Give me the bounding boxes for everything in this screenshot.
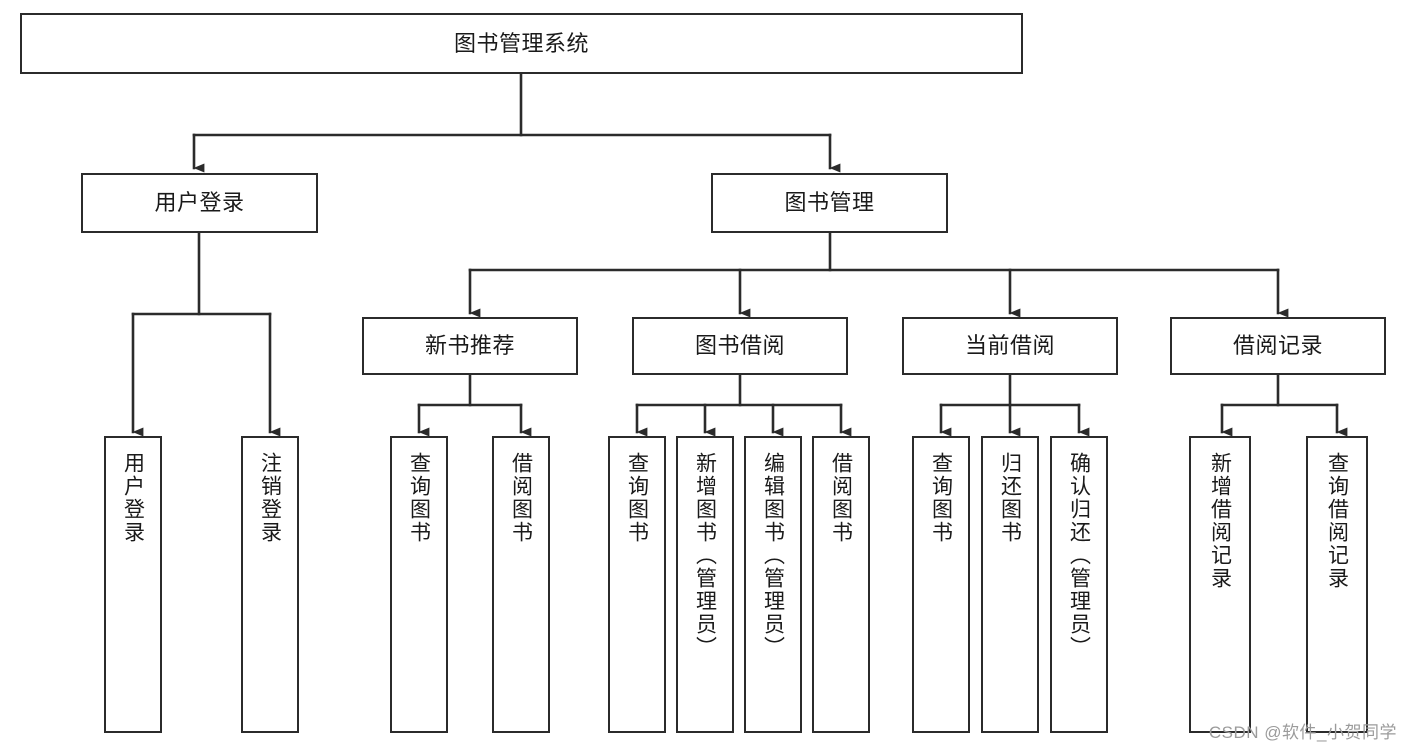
node-leaf-return-book-label: 归还图书 bbox=[998, 452, 1022, 544]
node-root[interactable]: 图书管理系统 bbox=[20, 13, 1023, 74]
node-new-book-recommend[interactable]: 新书推荐 bbox=[362, 317, 578, 375]
node-leaf-query-book-1-label: 查询图书 bbox=[407, 452, 431, 544]
node-borrow-record-label: 借阅记录 bbox=[1232, 333, 1323, 359]
node-user-login-label: 用户登录 bbox=[154, 190, 245, 216]
node-leaf-borrow-book-2-label: 借阅图书 bbox=[829, 452, 853, 544]
node-leaf-confirm-return-label: 确认归还（管理员） bbox=[1067, 452, 1091, 659]
node-root-label: 图书管理系统 bbox=[453, 30, 589, 56]
node-leaf-confirm-return[interactable]: 确认归还（管理员） bbox=[1050, 436, 1108, 733]
node-leaf-query-record[interactable]: 查询借阅记录 bbox=[1306, 436, 1368, 733]
node-current-borrow[interactable]: 当前借阅 bbox=[902, 317, 1118, 375]
node-leaf-borrow-book-2[interactable]: 借阅图书 bbox=[812, 436, 870, 733]
node-borrow-record[interactable]: 借阅记录 bbox=[1170, 317, 1386, 375]
node-leaf-add-record-label: 新增借阅记录 bbox=[1208, 452, 1232, 590]
node-leaf-borrow-book-1[interactable]: 借阅图书 bbox=[492, 436, 550, 733]
node-leaf-return-book[interactable]: 归还图书 bbox=[981, 436, 1039, 733]
node-leaf-edit-book-label: 编辑图书（管理员） bbox=[761, 452, 785, 659]
node-book-borrow-label: 图书借阅 bbox=[694, 333, 785, 359]
node-leaf-query-book-3-label: 查询图书 bbox=[929, 452, 953, 544]
watermark-text: CSDN @软件_小贺同学 bbox=[1208, 723, 1397, 742]
node-new-book-recommend-label: 新书推荐 bbox=[424, 333, 515, 359]
node-user-login[interactable]: 用户登录 bbox=[81, 173, 318, 233]
node-leaf-add-record[interactable]: 新增借阅记录 bbox=[1189, 436, 1251, 733]
node-leaf-user-login[interactable]: 用户登录 bbox=[104, 436, 162, 733]
node-leaf-add-book-label: 新增图书（管理员） bbox=[693, 452, 717, 659]
node-leaf-query-record-label: 查询借阅记录 bbox=[1325, 452, 1349, 590]
node-leaf-edit-book[interactable]: 编辑图书（管理员） bbox=[744, 436, 802, 733]
node-leaf-query-book-2[interactable]: 查询图书 bbox=[608, 436, 666, 733]
node-book-manage[interactable]: 图书管理 bbox=[711, 173, 948, 233]
node-current-borrow-label: 当前借阅 bbox=[964, 333, 1055, 359]
node-book-manage-label: 图书管理 bbox=[784, 190, 875, 216]
node-book-borrow[interactable]: 图书借阅 bbox=[632, 317, 848, 375]
node-leaf-query-book-1[interactable]: 查询图书 bbox=[390, 436, 448, 733]
node-leaf-user-login-label: 用户登录 bbox=[121, 452, 145, 544]
node-leaf-query-book-3[interactable]: 查询图书 bbox=[912, 436, 970, 733]
node-leaf-logout[interactable]: 注销登录 bbox=[241, 436, 299, 733]
node-leaf-query-book-2-label: 查询图书 bbox=[625, 452, 649, 544]
node-leaf-logout-label: 注销登录 bbox=[258, 452, 282, 544]
node-leaf-add-book[interactable]: 新增图书（管理员） bbox=[676, 436, 734, 733]
node-leaf-borrow-book-1-label: 借阅图书 bbox=[509, 452, 533, 544]
